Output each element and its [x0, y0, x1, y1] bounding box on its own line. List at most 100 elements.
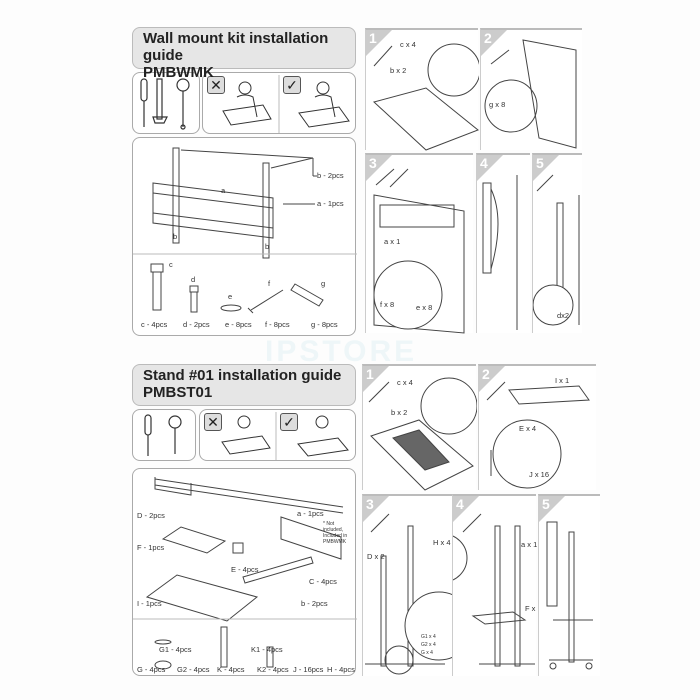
tools-icon	[144, 414, 182, 456]
stand-step-4: 4 H x 4 a x 1 F x 1	[433, 494, 542, 676]
step-illustration	[486, 381, 590, 489]
watermark: IPSTORE	[265, 335, 418, 368]
step-illustration	[484, 39, 577, 149]
step-number: 2	[482, 366, 490, 382]
step-illustration	[365, 513, 453, 675]
part-D-label: D - 2pcs	[137, 511, 165, 520]
step-note: c x 4	[397, 378, 413, 387]
step-illustration	[533, 174, 580, 326]
step-note: H x 4	[433, 538, 451, 547]
hardware-c-label: c - 4pcs	[141, 320, 168, 329]
stand-step-3: 3 D x 2 G1 x 4 G2 x 4 G x 4	[362, 494, 453, 676]
handling-illustration	[221, 412, 349, 460]
hardware-e-label: e - 8pcs	[225, 320, 252, 329]
step-note: I x 1	[555, 376, 570, 385]
stand-title: Stand #01 installation guide	[143, 367, 342, 384]
part-a-label: a - 1pcs	[317, 199, 344, 208]
part-a-label: a - 1pcs	[297, 509, 324, 518]
hardware-d-letter: d	[191, 275, 196, 284]
step-note: a x 1	[384, 237, 401, 246]
stand-handling-box: ✕ ✓	[199, 409, 356, 461]
part-b-marker: b	[173, 232, 178, 241]
step-illustration	[372, 43, 479, 151]
handling-illustration	[222, 75, 350, 133]
part-b-label: b - 2pcs	[317, 171, 344, 180]
step-number: 1	[369, 30, 377, 46]
hardware-g-letter: g	[321, 279, 326, 288]
wall-step-3: 3 a x 1 f x 8 e x 8	[365, 153, 473, 334]
step-note: D x 2	[367, 552, 385, 561]
step-note: J x 16	[529, 470, 550, 479]
stand-step-2: 2 I x 1 E x 4 J x 16	[478, 364, 596, 490]
wall-step-4: 4	[476, 153, 530, 333]
step-note: E x 4	[519, 424, 537, 433]
step-number: 4	[456, 496, 464, 512]
step-number: 3	[369, 155, 377, 171]
step-number: 4	[480, 155, 488, 171]
step-note: b x 2	[390, 66, 407, 75]
part-E-label: E - 4pcs	[231, 565, 259, 574]
step-note: b x 2	[391, 408, 408, 417]
hardware-label: G - 4pcs	[137, 665, 166, 674]
hardware-label: G1 - 4pcs	[159, 645, 192, 654]
step-illustration	[373, 168, 465, 334]
part-F-label: F - 1pcs	[137, 543, 165, 552]
hardware-d-label: d - 2pcs	[183, 320, 210, 329]
hardware-label: K1 - 4pcs	[251, 645, 283, 654]
wall-parts-box: b - 2pcs a - 1pcs a b b c d e f g c - 4p…	[132, 137, 357, 336]
wall-tools-box	[132, 72, 200, 134]
hardware-g-label: g - 8pcs	[311, 320, 338, 329]
step-note: a x 1	[521, 540, 538, 549]
step-note: g x 8	[489, 100, 506, 109]
wall-title-box: Wall mount kit installation guide PMBWMK	[132, 27, 356, 81]
step-note: c x 4	[400, 40, 416, 49]
part-C-label: C - 4pcs	[309, 577, 337, 586]
step-number: 1	[366, 366, 374, 382]
step-note: G x 4	[421, 650, 433, 656]
step-number: 5	[536, 155, 544, 171]
step-note: f x 8	[380, 300, 395, 309]
step-illustration	[368, 377, 477, 491]
wall-handling-box: ✕ ✓	[202, 72, 356, 134]
right-mark-icon: ✓	[280, 413, 298, 431]
wall-title: Wall mount kit installation guide	[143, 30, 329, 64]
hardware-f-letter: f	[268, 279, 271, 288]
stand-model: PMBST01	[143, 384, 213, 401]
wrong-mark-icon: ✕	[207, 76, 225, 94]
hardware-f-label: f - 8pcs	[265, 320, 290, 329]
wall-plate-illustration	[133, 147, 357, 314]
part-I-label: I - 1pcs	[137, 599, 162, 608]
hardware-e-letter: e	[228, 292, 233, 301]
hardware-label: G2 - 4pcs	[177, 665, 210, 674]
step-note: dx2	[557, 311, 570, 320]
part-b-label: b - 2pcs	[301, 599, 328, 608]
step-note: e x 8	[416, 303, 433, 312]
right-mark-icon: ✓	[283, 76, 301, 94]
stand-tools-box	[132, 409, 196, 461]
step-number: 5	[542, 496, 550, 512]
hardware-label: H - 4pcs	[327, 665, 355, 674]
tools-icon	[140, 78, 190, 130]
wall-model: PMBWMK	[143, 64, 214, 81]
hardware-label: K2 - 4pcs	[257, 665, 289, 674]
step-illustration	[453, 513, 535, 667]
stand-step-1: 1 c x 4 b x 2	[362, 364, 477, 491]
stand-parts-illustration	[133, 477, 357, 670]
step-number: 3	[366, 496, 374, 512]
step-note: G1 x 4	[421, 634, 436, 640]
hardware-label: J - 16pcs	[293, 665, 324, 674]
wrong-mark-icon: ✕	[204, 413, 222, 431]
stand-step-5: 5	[538, 494, 600, 676]
step-note: F x 1	[525, 604, 542, 613]
step-illustration	[482, 175, 518, 330]
step-number: 2	[484, 30, 492, 46]
stand-title-box: Stand #01 installation guide PMBST01	[132, 364, 356, 406]
wall-step-1: 1 c x 4 b x 2	[365, 28, 479, 151]
step-illustration	[546, 521, 593, 670]
part-b-marker: b	[265, 242, 270, 251]
step-note: G2 x 4	[421, 642, 436, 648]
not-included-note: * Not included, Included in PMBWMK	[323, 521, 348, 545]
hardware-c-letter: c	[169, 260, 173, 269]
hardware-label: K - 4pcs	[217, 665, 245, 674]
